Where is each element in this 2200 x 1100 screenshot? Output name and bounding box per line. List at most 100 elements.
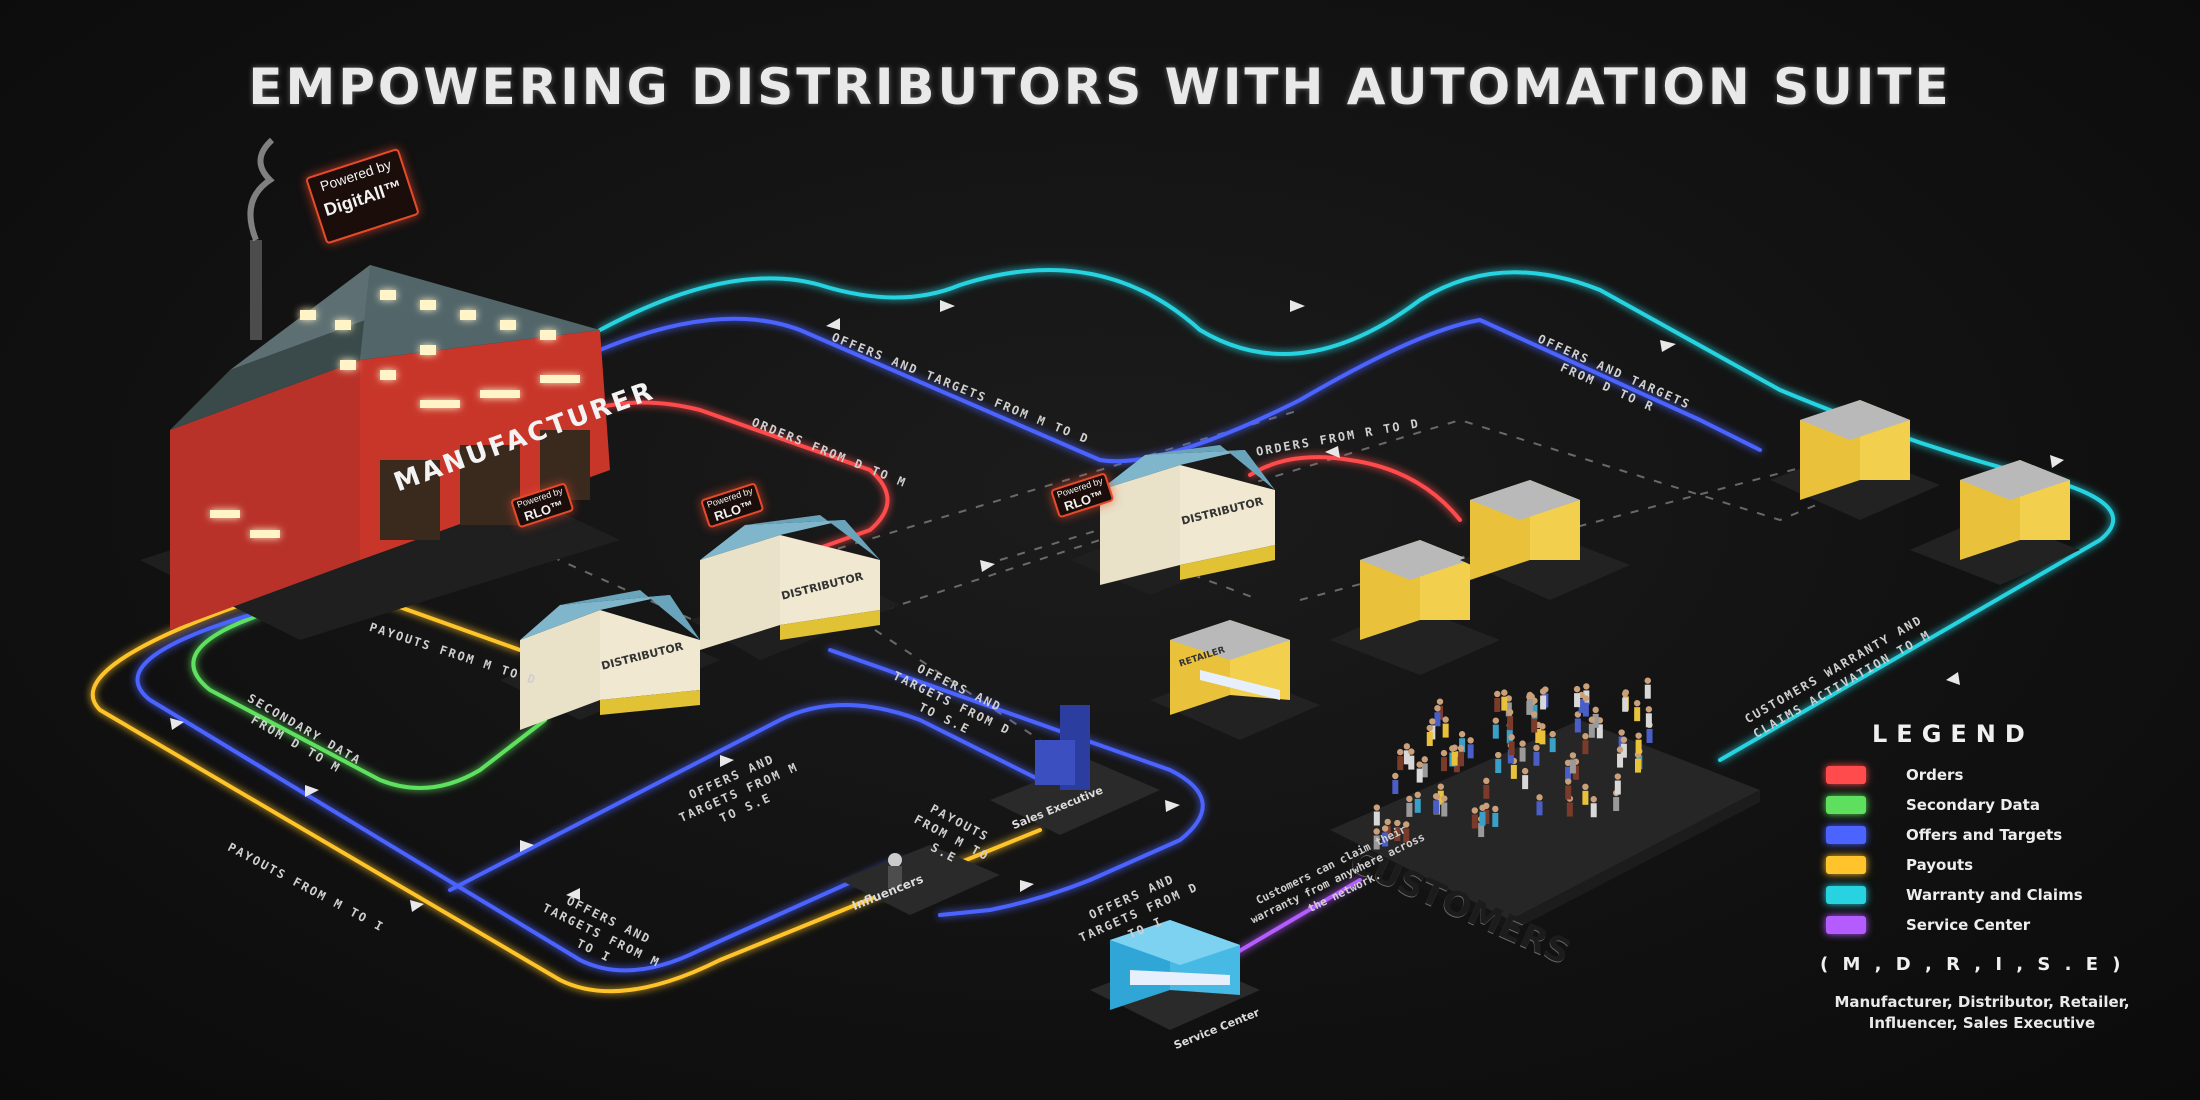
crowd-person <box>1573 685 1581 708</box>
legend-item: Orders <box>1826 764 2186 784</box>
crowd-person <box>1564 759 1572 781</box>
crowd-person <box>1479 804 1486 826</box>
crowd-person <box>1494 690 1501 712</box>
crowd-person <box>1645 706 1653 728</box>
legend-full-line-1: Manufacturer, Distributor, Retailer, <box>1834 993 2130 1011</box>
crowd-person <box>1644 677 1651 699</box>
crowd-person <box>1492 717 1499 739</box>
crowd-person <box>1381 825 1389 847</box>
crowd-person <box>1434 705 1441 727</box>
crowd-person <box>1416 761 1423 783</box>
crowd-person <box>1437 783 1445 805</box>
route-payouts-m-to-i-line <box>90 603 1042 994</box>
legend-full-names: Manufacturer, Distributor, Retailer, Inf… <box>1772 992 2192 1034</box>
crowd-person <box>1621 690 1629 712</box>
distributor-1-building <box>500 590 720 730</box>
route-orders-d-to-m-line <box>588 400 890 557</box>
crowd-person <box>1483 777 1490 799</box>
legend-item: Service Center <box>1826 914 2186 934</box>
crowd-person <box>1588 716 1596 738</box>
crowd-person <box>1565 778 1572 800</box>
legend-swatch <box>1826 916 1866 934</box>
crowd-person <box>1442 716 1449 738</box>
distributor-2-building <box>690 515 900 660</box>
crowd-person <box>1634 751 1642 773</box>
legend-item: Payouts <box>1826 854 2186 874</box>
route-offers-m-to-i-line <box>135 613 902 973</box>
legend-label: Payouts <box>1906 856 1974 874</box>
route-warranty-line <box>598 268 2116 762</box>
legend-full-line-2: Influencer, Sales Executive <box>1868 1014 2096 1032</box>
legend-swatch <box>1826 886 1866 904</box>
legend-codes: ( M , D , R , I , S . E ) <box>1820 954 2125 975</box>
crowd-person <box>1495 751 1502 774</box>
crowd-person <box>1633 699 1641 722</box>
legend-swatch <box>1826 766 1866 784</box>
legend-swatch <box>1826 796 1866 814</box>
crowd-person <box>1492 805 1499 827</box>
crowd-person <box>1432 793 1440 815</box>
legend-label: Service Center <box>1906 916 2031 934</box>
crowd-person <box>1406 795 1413 817</box>
route-arrows <box>170 300 2064 912</box>
crowd-person <box>1539 688 1547 710</box>
crowd-person <box>1508 734 1515 756</box>
crowd-person <box>1521 767 1529 790</box>
legend-title: LEGEND <box>1872 720 2034 748</box>
legend-swatch <box>1826 856 1866 874</box>
crowd-person <box>1582 695 1590 717</box>
crowd-person <box>1414 791 1421 813</box>
crowd-person <box>1394 819 1401 842</box>
crowd-person <box>1426 724 1433 747</box>
crowd-person <box>1471 807 1479 829</box>
crowd-person <box>1549 730 1556 753</box>
manufacturer-building <box>140 137 620 640</box>
crowd-person <box>1373 804 1381 826</box>
crowd-person <box>1441 795 1448 817</box>
legend-item: Offers and Targets <box>1826 824 2186 844</box>
route-offers-d-to-i-line <box>828 648 1205 917</box>
crowd-person <box>1458 731 1466 753</box>
crowd-person <box>1421 756 1428 778</box>
crowd-person <box>1592 706 1599 728</box>
crowd-person <box>1403 743 1411 765</box>
legend-label: Warranty and Claims <box>1906 886 2083 904</box>
legend-label: Orders <box>1906 766 1964 784</box>
crowd-person <box>1467 737 1474 759</box>
legend-item: Warranty and Claims <box>1826 884 2186 904</box>
crowd-person <box>1392 772 1399 794</box>
influencers-stage <box>840 845 1000 915</box>
crowd-person <box>1569 752 1577 774</box>
crowd-person <box>1574 711 1582 733</box>
service-center-building <box>1090 920 1260 1030</box>
route-payouts-m-to-d-line <box>378 598 522 652</box>
legend-swatch <box>1826 826 1866 844</box>
legend-label: Secondary Data <box>1906 796 2040 814</box>
crowd-person <box>1635 732 1642 754</box>
retailer-shops <box>1150 400 2080 740</box>
route-offers-m-to-se-line <box>448 703 1042 892</box>
page-title: EMPOWERING DISTRIBUTORS WITH AUTOMATION … <box>248 58 1952 116</box>
crowd-person <box>1440 749 1448 772</box>
legend-item: Secondary Data <box>1826 794 2186 814</box>
crowd-person <box>1373 828 1380 850</box>
legend-label: Offers and Targets <box>1906 826 2063 844</box>
crowd-person <box>1519 740 1526 762</box>
crowd-person <box>1620 736 1628 758</box>
crowd-person <box>1397 748 1404 771</box>
customers-plate <box>1330 720 1760 932</box>
route-orders-r-to-d-line <box>1248 455 1462 522</box>
crowd-person <box>1618 729 1625 751</box>
crowd-person <box>1582 733 1589 755</box>
crowd-person <box>1616 746 1624 768</box>
crowd-person <box>1536 794 1543 816</box>
route-offers-top-line <box>598 316 1762 464</box>
crowd-person <box>1506 708 1514 731</box>
crowd-person <box>1501 689 1508 711</box>
crowd-person <box>1533 744 1540 766</box>
crowd-person <box>1530 711 1538 733</box>
crowd-person <box>1457 745 1465 767</box>
